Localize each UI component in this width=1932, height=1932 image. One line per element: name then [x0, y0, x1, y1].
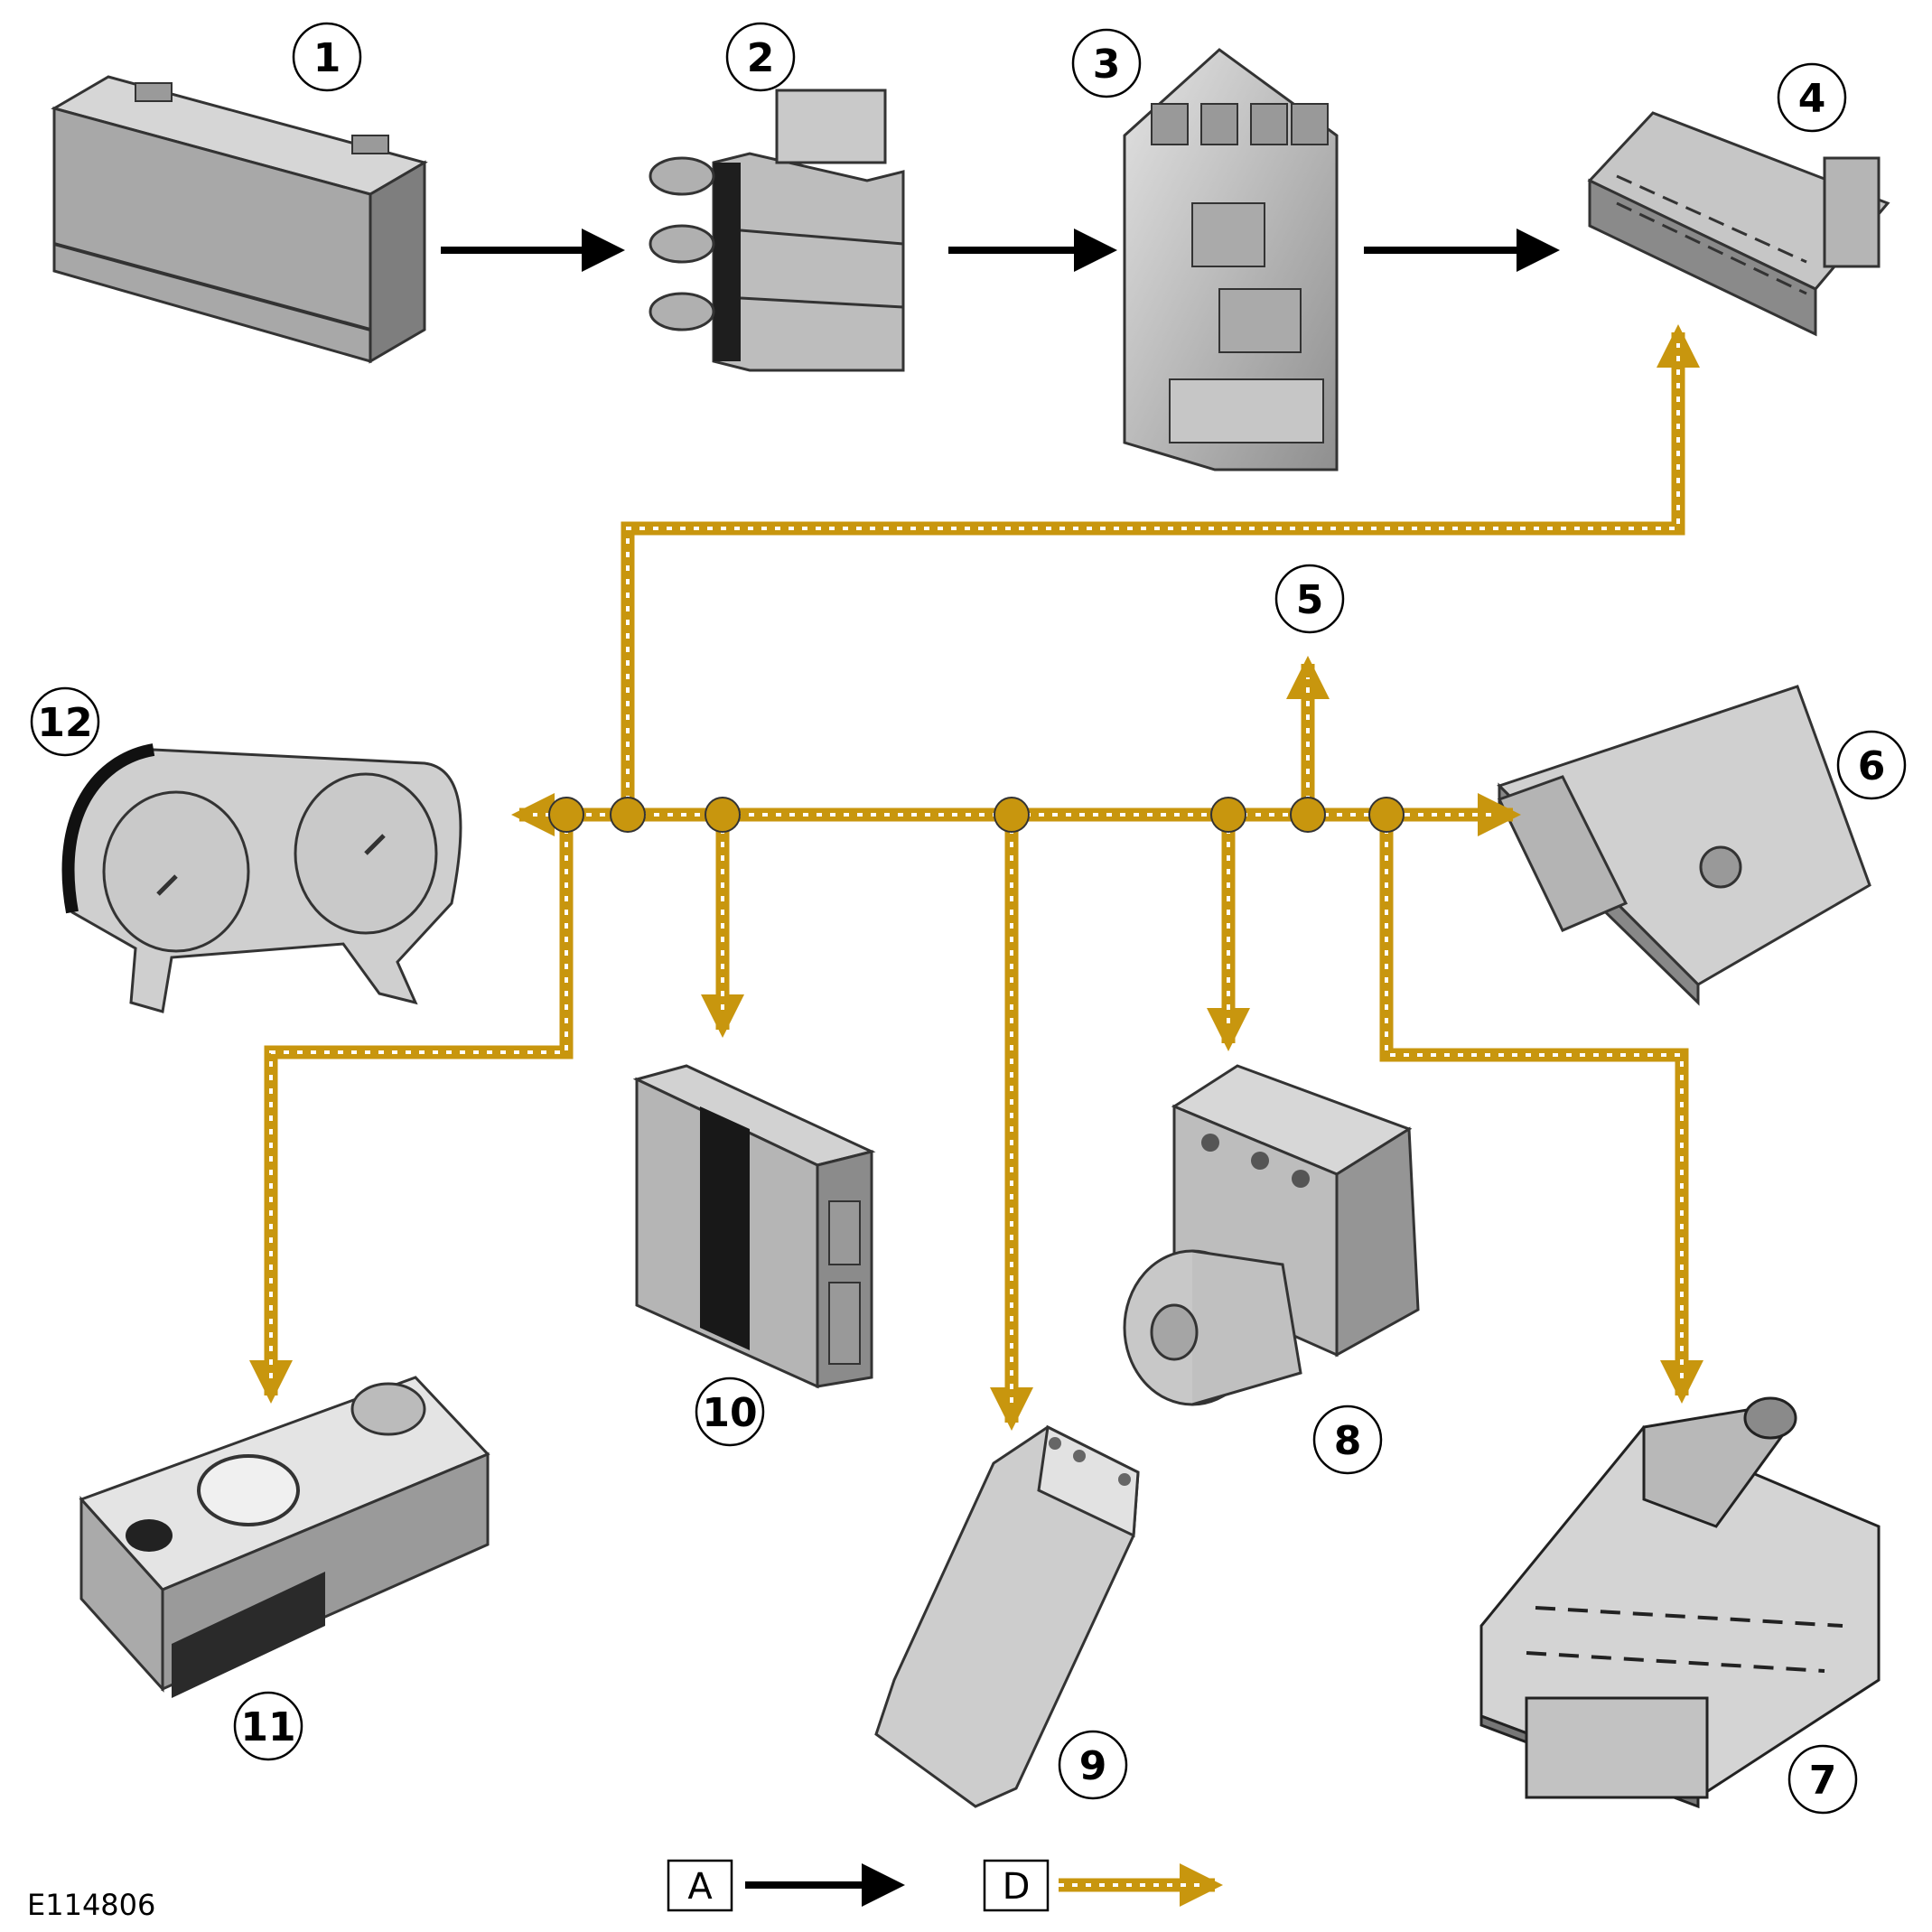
callout-9: 9 — [1058, 1730, 1128, 1800]
diagnostic-connector-icon — [1587, 111, 1890, 337]
svg-text:9: 9 — [1079, 1743, 1107, 1789]
svg-text:3: 3 — [1093, 42, 1121, 88]
legend: A D — [667, 1859, 1224, 1912]
transmission-valve-body-icon — [1479, 1396, 1881, 1809]
svg-text:11: 11 — [240, 1704, 295, 1750]
svg-text:5: 5 — [1296, 577, 1324, 623]
gear-selector-icon — [79, 1376, 490, 1698]
control-module-icon — [874, 1424, 1140, 1808]
bus-junction-nodes — [548, 797, 1405, 833]
svg-text:A: A — [687, 1866, 713, 1908]
battery-icon — [51, 75, 428, 364]
fusible-link-block-icon — [649, 89, 905, 372]
callout-4: 4 — [1777, 62, 1847, 133]
bus-node — [1290, 797, 1326, 833]
bus-node — [1210, 797, 1246, 833]
engine-control-module-icon — [1497, 685, 1871, 1006]
svg-text:D: D — [1003, 1866, 1031, 1908]
abs-module-icon — [1123, 1064, 1420, 1406]
can-bus-network — [249, 323, 1704, 1432]
callout-3: 3 — [1071, 28, 1142, 98]
bus-node — [548, 797, 584, 833]
callout-7: 7 — [1787, 1744, 1858, 1815]
svg-text:6: 6 — [1858, 743, 1886, 789]
callout-12: 12 — [30, 686, 100, 757]
callout-11: 11 — [233, 1691, 303, 1761]
svg-text:12: 12 — [37, 700, 92, 746]
legend-item-a: A — [667, 1859, 905, 1912]
callout-numbers: 1 2 3 4 5 6 7 8 9 10 11 12 — [30, 22, 1907, 1815]
bus-node — [994, 797, 1030, 833]
svg-text:8: 8 — [1334, 1418, 1362, 1464]
svg-text:7: 7 — [1809, 1758, 1837, 1804]
callout-6: 6 — [1836, 730, 1907, 800]
callout-1: 1 — [292, 22, 362, 92]
svg-text:1: 1 — [313, 35, 341, 81]
legend-item-d: D — [983, 1859, 1224, 1912]
instrument-cluster-icon — [61, 743, 462, 1013]
control-module-icon — [632, 1064, 876, 1389]
bus-node — [705, 797, 741, 833]
callout-5: 5 — [1274, 564, 1345, 634]
figure-reference: E114806 — [27, 1888, 155, 1922]
callout-8: 8 — [1312, 1405, 1383, 1475]
svg-text:4: 4 — [1798, 76, 1826, 122]
junction-box-icon — [1123, 48, 1339, 471]
callout-2: 2 — [725, 22, 796, 92]
bus-node — [610, 797, 646, 833]
svg-text:2: 2 — [747, 35, 775, 81]
svg-text:10: 10 — [702, 1390, 757, 1436]
bus-node — [1368, 797, 1405, 833]
callout-10: 10 — [695, 1377, 765, 1447]
